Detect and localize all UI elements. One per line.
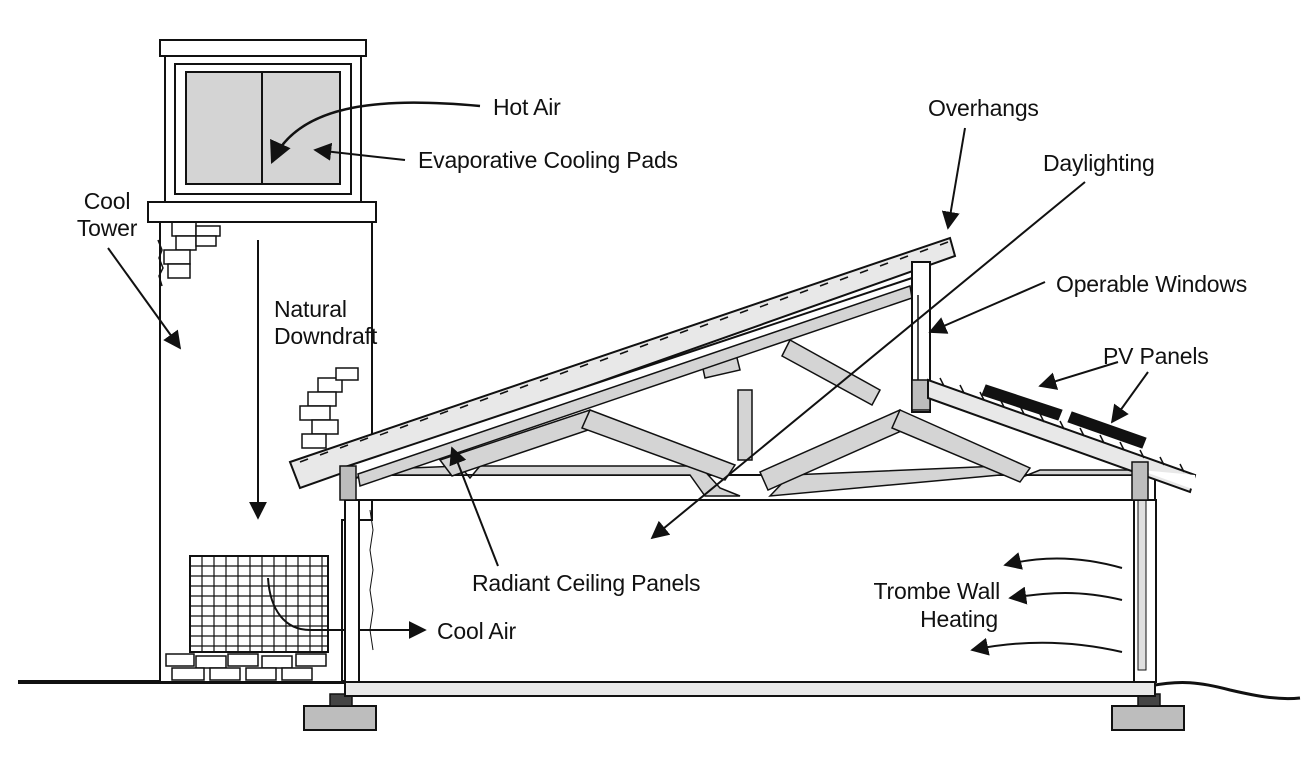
operable-windows-leader bbox=[928, 281, 1046, 334]
radiant-ceiling-label: Radiant Ceiling Panels bbox=[472, 570, 701, 596]
air-grille bbox=[189, 555, 329, 653]
trombe-arrow-1 bbox=[1003, 552, 1123, 570]
overhangs-label: Overhangs bbox=[928, 95, 1039, 121]
footing-right bbox=[1111, 705, 1185, 731]
overhangs-leader bbox=[941, 127, 966, 230]
hot-air-arrow bbox=[270, 101, 481, 165]
cool-air-arrow bbox=[267, 577, 427, 639]
secondary-roof bbox=[927, 377, 1197, 494]
daylighting-label: Daylighting bbox=[1043, 150, 1155, 176]
pv-panels bbox=[981, 384, 1147, 449]
pv-leader-2 bbox=[1110, 371, 1149, 424]
pv-leader-1 bbox=[1038, 361, 1119, 390]
radiant-ceiling-leader bbox=[449, 446, 499, 567]
hot-air-label: Hot Air bbox=[493, 94, 561, 120]
cool-tower-label-line1: Cool bbox=[83, 188, 131, 214]
natural-downdraft-label-line2: Downdraft bbox=[274, 323, 378, 349]
annotation-leaders bbox=[449, 127, 1149, 656]
house bbox=[288, 236, 1197, 731]
pv-panels-label: PV Panels bbox=[1103, 343, 1209, 369]
cool-tower-label-line2: Tower bbox=[76, 215, 138, 241]
natural-downdraft-label-line1: Natural bbox=[274, 296, 347, 322]
daylighting-leader bbox=[650, 181, 1086, 540]
trombe-arrow-3 bbox=[970, 637, 1123, 656]
evaporative-pad bbox=[185, 71, 341, 185]
footing-left bbox=[303, 705, 377, 731]
clerestory-window bbox=[911, 261, 931, 413]
trombe-arrow-2 bbox=[1008, 586, 1123, 605]
operable-windows-label: Operable Windows bbox=[1056, 271, 1248, 297]
trombe-label-line1: Trombe Wall bbox=[873, 578, 1001, 604]
main-roof bbox=[288, 236, 957, 490]
pads-leader bbox=[313, 142, 406, 161]
tower-stones bbox=[163, 221, 359, 681]
wall-left bbox=[344, 499, 360, 683]
cool-air-label: Cool Air bbox=[437, 618, 516, 644]
cool-tower bbox=[107, 39, 481, 683]
evaporative-pads-label: Evaporative Cooling Pads bbox=[418, 147, 678, 173]
floor-slab bbox=[344, 681, 1156, 697]
trombe-label-line2: Heating bbox=[920, 606, 998, 632]
cool-tower-leader bbox=[107, 247, 182, 350]
